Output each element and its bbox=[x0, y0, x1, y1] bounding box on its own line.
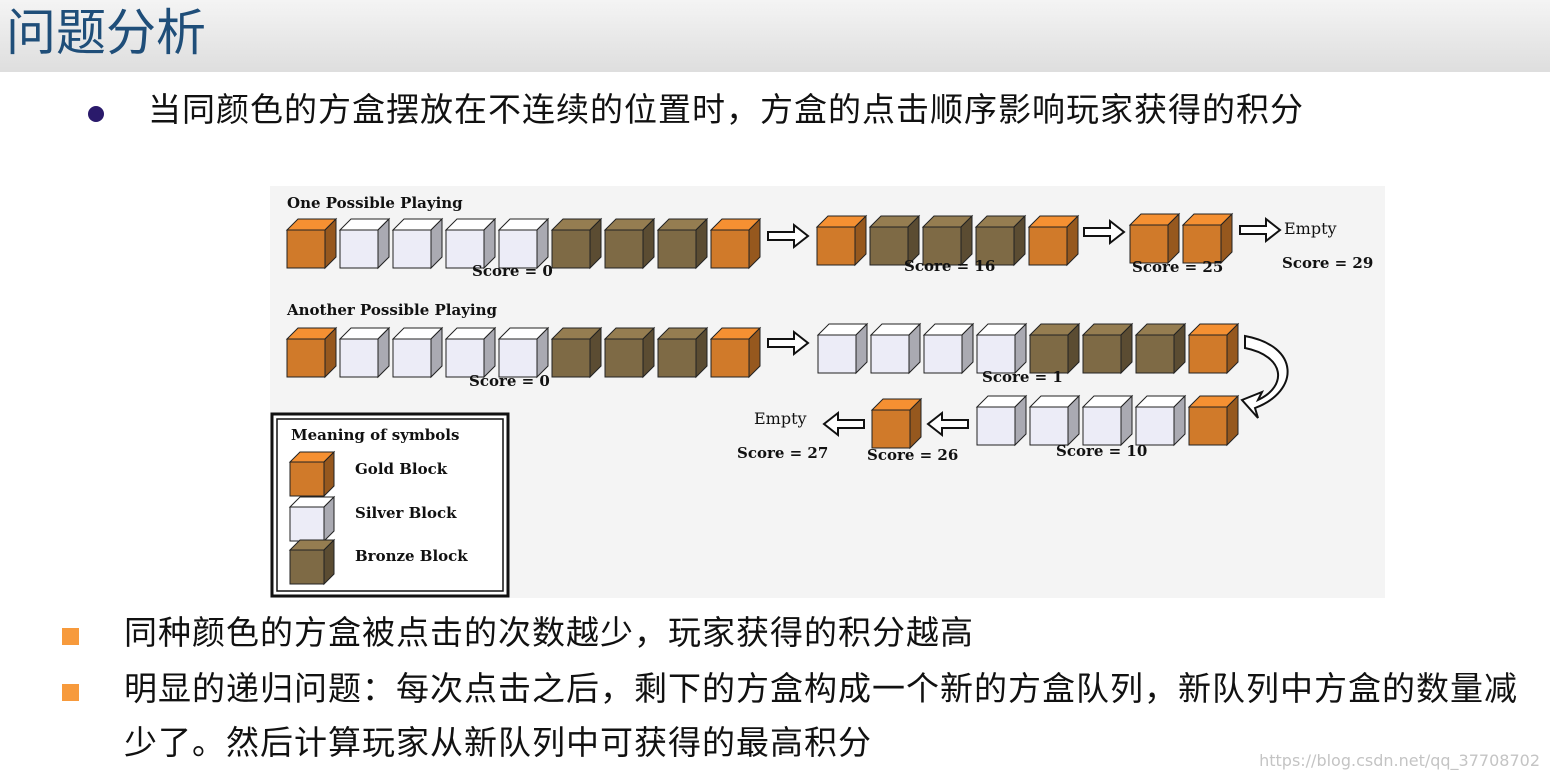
figure-canvas: One Possible Playing Another Possible Pl… bbox=[270, 194, 1373, 598]
score-label: Score = 29 bbox=[1282, 254, 1373, 272]
bronze-block bbox=[1028, 322, 1081, 375]
gold-block bbox=[1187, 322, 1240, 375]
curved-arrow-icon bbox=[1240, 334, 1289, 419]
silver-block bbox=[338, 326, 391, 379]
score-label: Score = 10 bbox=[1056, 442, 1147, 460]
silver-block bbox=[444, 326, 497, 379]
score-label: Score = 0 bbox=[469, 372, 550, 390]
silver-block bbox=[975, 322, 1028, 375]
bronze-block bbox=[1134, 322, 1187, 375]
empty-label: Empty bbox=[754, 409, 807, 428]
silver-block bbox=[816, 322, 869, 375]
arrow-right-icon bbox=[1239, 216, 1282, 244]
row-two-start bbox=[285, 326, 762, 379]
legend-gold-label: Gold Block bbox=[355, 460, 448, 478]
arrow-right-icon bbox=[767, 329, 810, 357]
score-label: Score = 16 bbox=[904, 257, 995, 275]
row-two-step2 bbox=[975, 394, 1240, 447]
symbol-legend: Meaning of symbols Gold Block Silver Blo… bbox=[270, 412, 510, 598]
gold-block bbox=[709, 326, 762, 379]
bronze-block bbox=[603, 217, 656, 270]
bronze-block bbox=[603, 326, 656, 379]
gold-block bbox=[288, 450, 336, 498]
silver-block bbox=[975, 394, 1028, 447]
gold-block bbox=[1128, 212, 1181, 265]
arrow-right-icon bbox=[767, 222, 810, 250]
silver-block bbox=[338, 217, 391, 270]
legend-silver-label: Silver Block bbox=[355, 504, 457, 522]
silver-block bbox=[444, 217, 497, 270]
legend-title: Meaning of symbols bbox=[291, 426, 459, 444]
bullet-dot bbox=[88, 106, 104, 122]
silver-block bbox=[497, 217, 550, 270]
gold-block bbox=[285, 217, 338, 270]
legend-bronze-label: Bronze Block bbox=[355, 547, 468, 565]
bronze-block bbox=[656, 326, 709, 379]
bronze-block bbox=[1081, 322, 1134, 375]
silver-block bbox=[391, 326, 444, 379]
bronze-block bbox=[550, 326, 603, 379]
square-bullet bbox=[62, 684, 79, 701]
row-one-step2 bbox=[1128, 212, 1234, 265]
silver-block bbox=[497, 326, 550, 379]
row-two-step1 bbox=[816, 322, 1240, 375]
bronze-block bbox=[288, 538, 336, 586]
arrow-right-icon bbox=[1083, 218, 1126, 246]
bronze-block bbox=[656, 217, 709, 270]
score-label: Score = 26 bbox=[867, 446, 958, 464]
block-game-figure: One Possible Playing Another Possible Pl… bbox=[270, 186, 1385, 598]
bronze-block bbox=[868, 214, 921, 267]
silver-block-icon bbox=[288, 495, 336, 543]
score-label: Score = 25 bbox=[1132, 258, 1223, 276]
page-title: 问题分析 bbox=[6, 4, 206, 62]
bronze-block-icon bbox=[288, 538, 336, 586]
point-text: 明显的递归问题：每次点击之后，剩下的方盒构成一个新的方盒队列，新队列中方盒的数量… bbox=[124, 669, 1518, 762]
title-bar bbox=[0, 0, 1550, 72]
bronze-block bbox=[974, 214, 1027, 267]
gold-block-icon bbox=[288, 450, 336, 498]
square-bullet bbox=[62, 628, 79, 645]
another-playing-label: Another Possible Playing bbox=[286, 301, 497, 319]
row-one-step1 bbox=[815, 214, 1080, 267]
silver-block bbox=[869, 322, 922, 375]
gold-block bbox=[285, 326, 338, 379]
silver-block bbox=[1081, 394, 1134, 447]
empty-label: Empty bbox=[1284, 219, 1337, 238]
gold-block bbox=[815, 214, 868, 267]
silver-block bbox=[922, 322, 975, 375]
intro-text: 当同颜色的方盒摆放在不连续的位置时，方盒的点击顺序影响玩家获得的积分 bbox=[148, 90, 1304, 129]
gold-block bbox=[1027, 214, 1080, 267]
point-text: 同种颜色的方盒被点击的次数越少，玩家获得的积分越高 bbox=[124, 613, 974, 652]
one-playing-label: One Possible Playing bbox=[287, 194, 463, 212]
gold-block bbox=[709, 217, 762, 270]
arrow-left-icon bbox=[926, 410, 969, 438]
silver-block bbox=[1134, 394, 1187, 447]
bronze-block bbox=[550, 217, 603, 270]
score-label: Score = 27 bbox=[737, 444, 828, 462]
watermark: https://blog.csdn.net/qq_37708702 bbox=[1259, 751, 1540, 770]
score-label: Score = 1 bbox=[982, 368, 1063, 386]
silver-block bbox=[1028, 394, 1081, 447]
gold-block bbox=[1181, 212, 1234, 265]
silver-block bbox=[391, 217, 444, 270]
arrow-left-icon bbox=[822, 410, 865, 438]
gold-block bbox=[1187, 394, 1240, 447]
gold-block bbox=[870, 397, 923, 450]
score-label: Score = 0 bbox=[472, 262, 553, 280]
bronze-block bbox=[921, 214, 974, 267]
row-one-start bbox=[285, 217, 762, 270]
row-two-step3 bbox=[870, 397, 923, 450]
silver-block bbox=[288, 495, 336, 543]
